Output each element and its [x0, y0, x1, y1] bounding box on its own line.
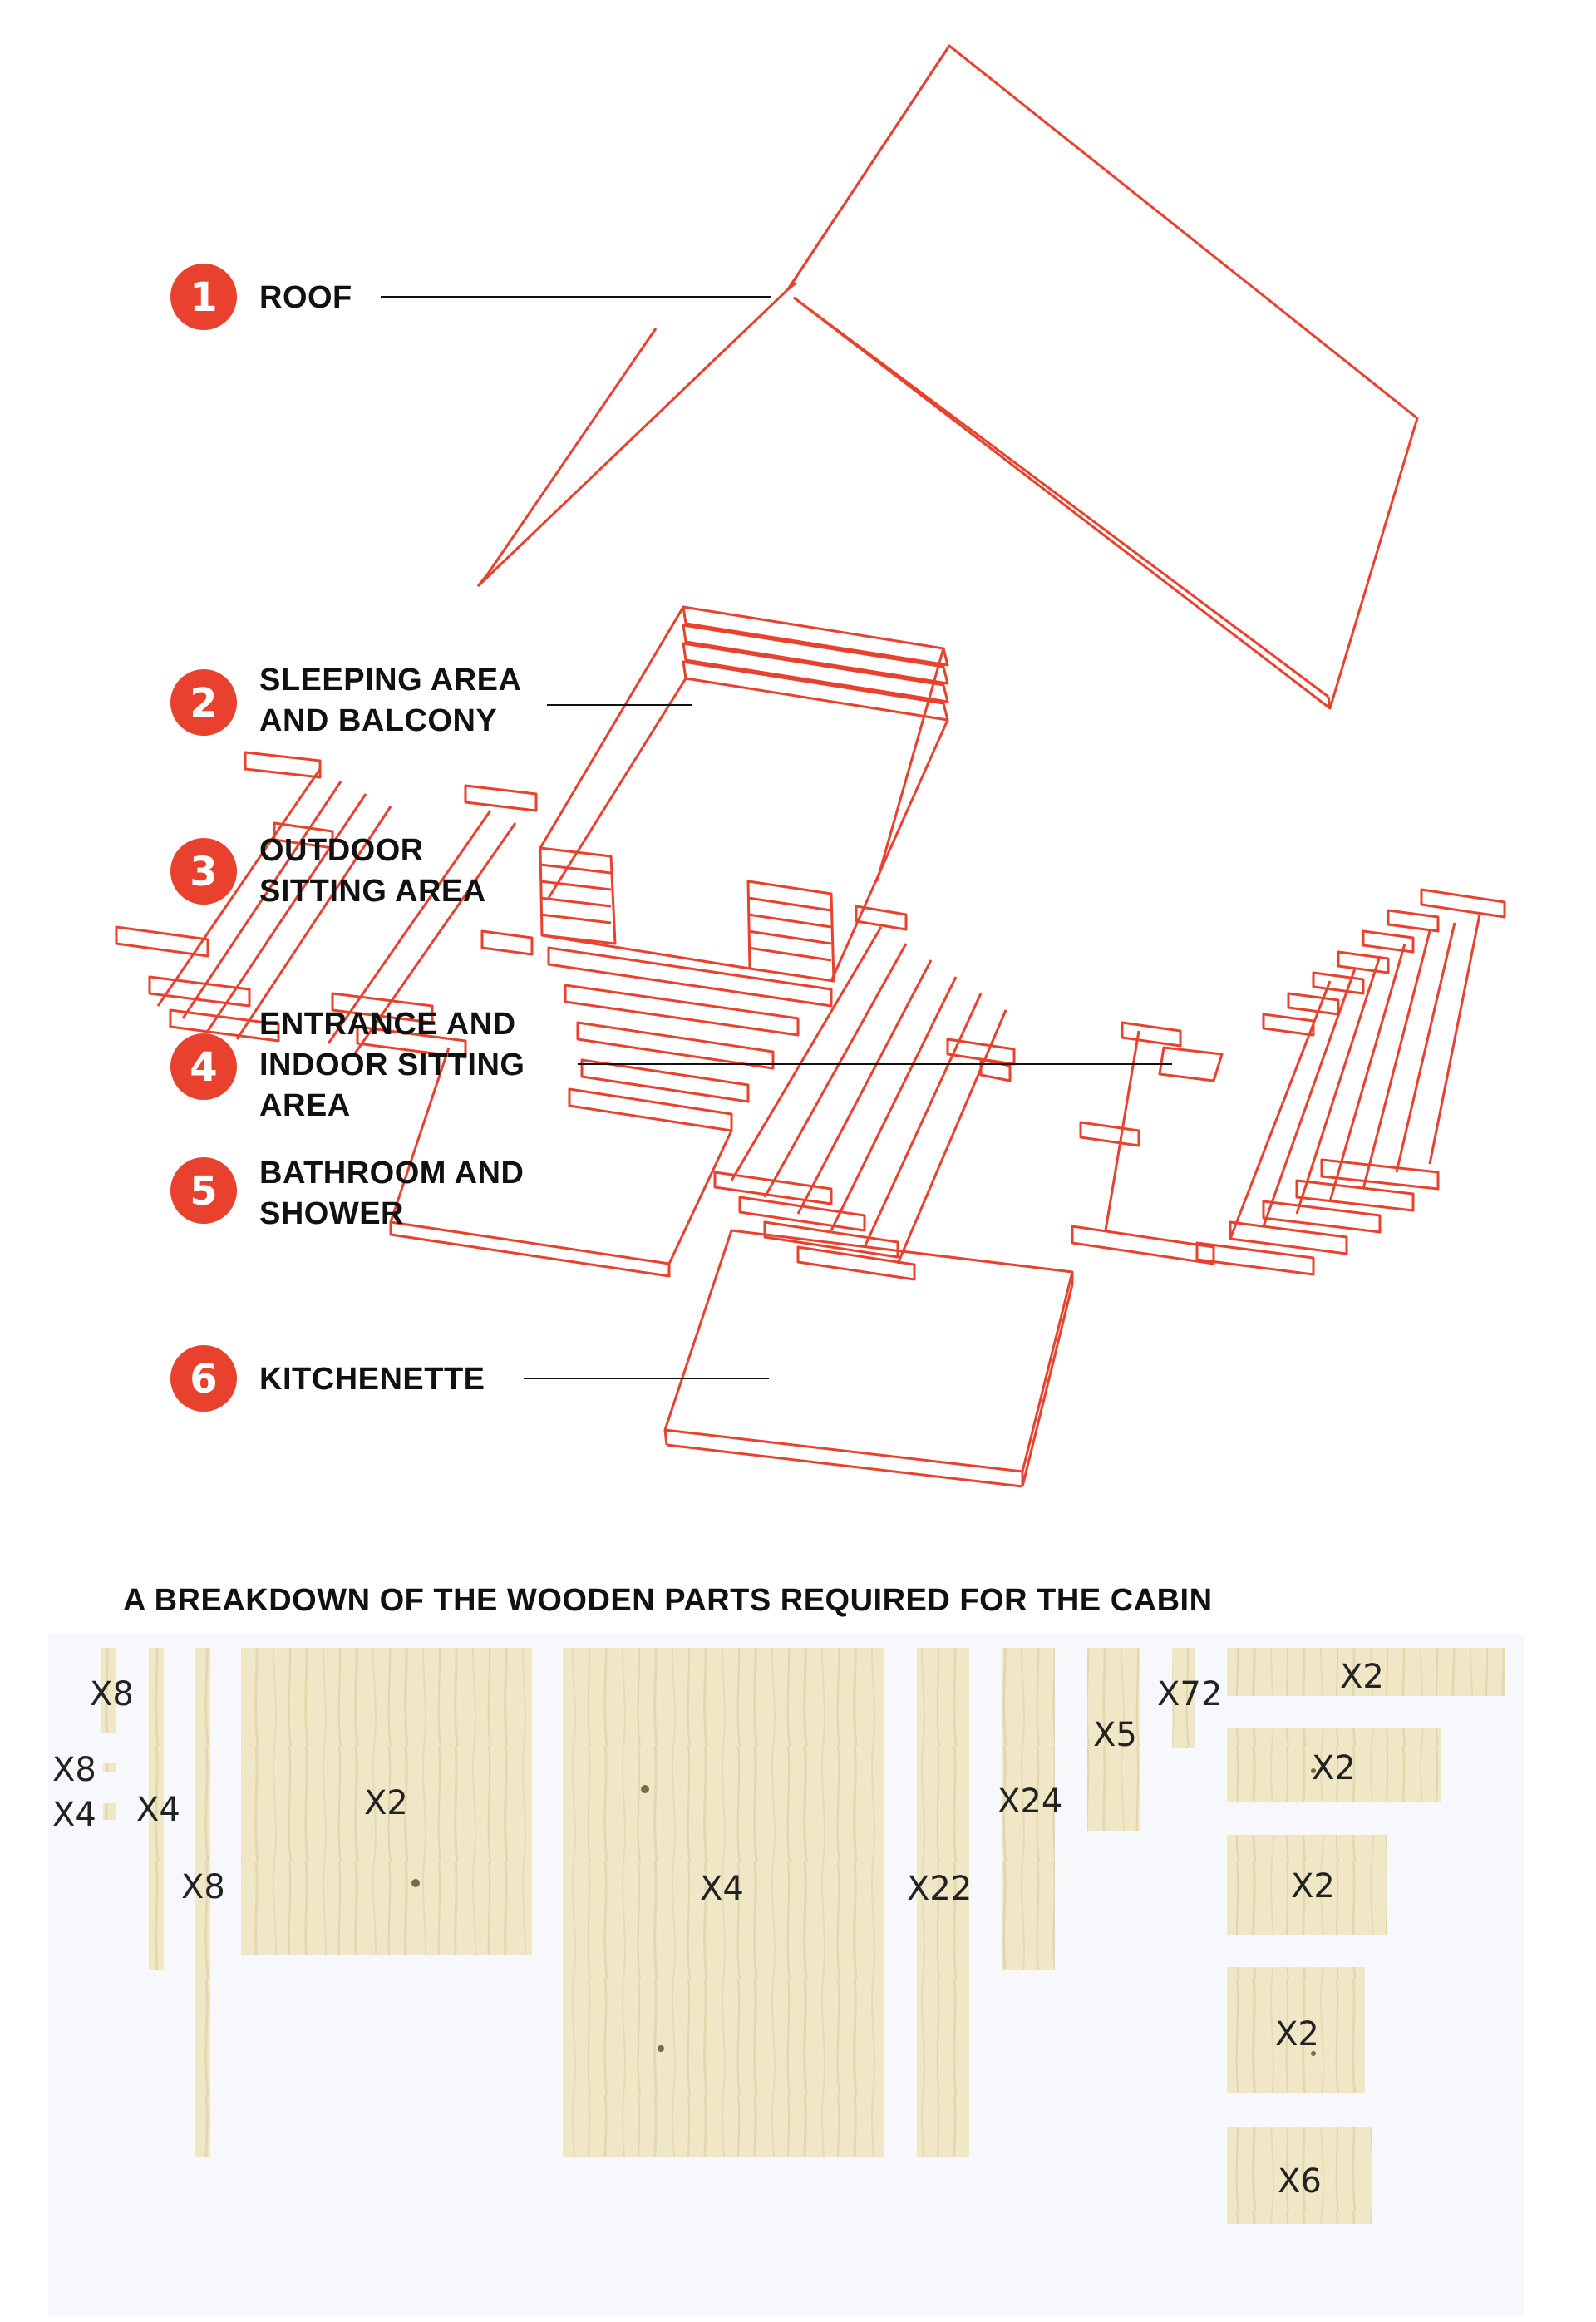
- wood-part: [1227, 1835, 1387, 1935]
- component-label-6: 6 KITCHENETTE: [170, 1345, 769, 1412]
- entrance-drawing: [389, 946, 833, 1278]
- wood-part: [103, 1803, 116, 1820]
- component-label-line: SITTING AREA: [259, 874, 486, 909]
- wood-part: [1227, 1648, 1505, 1696]
- component-label-line: OUTDOOR: [259, 833, 424, 868]
- wood-part: [563, 1648, 884, 2157]
- component-label-4: 4 ENTRANCE AND INDOOR SITTING AREA: [170, 1007, 1172, 1123]
- wood-part: [1172, 1648, 1195, 1748]
- component-label-line: AND BALCONY: [259, 703, 497, 738]
- component-number: 3: [190, 849, 217, 895]
- component-label-1: 1 ROOF: [170, 264, 771, 330]
- component-label-line: AREA: [259, 1088, 351, 1123]
- part-quantity: X8: [52, 1751, 96, 1789]
- part-quantity: X24: [998, 1782, 1062, 1821]
- part-quantity: X5: [1093, 1716, 1137, 1754]
- number-badge: [170, 1157, 237, 1224]
- part-quantity: X8: [181, 1868, 225, 1906]
- wood-part: [241, 1648, 532, 1955]
- component-label-line: BATHROOM AND: [259, 1156, 524, 1191]
- wood-part: [1087, 1648, 1140, 1831]
- part-quantity: X72: [1157, 1675, 1222, 1713]
- component-label-line: SLEEPING AREA: [259, 663, 521, 698]
- part-quantity: X6: [1278, 2162, 1322, 2201]
- wood-part: [1227, 1967, 1365, 2093]
- number-badge: [170, 1345, 237, 1412]
- part-quantities: X8 X8 X4 X4 X8 X2 X4 X22 X24 X5 X72 X2 X…: [52, 1658, 1384, 2201]
- number-badge: [170, 838, 237, 905]
- sleeping-area-box-drawing: [539, 605, 949, 983]
- part-quantity: X22: [907, 1870, 972, 1908]
- wood-part: [917, 1648, 969, 2157]
- component-label-line: ROOF: [259, 280, 352, 315]
- breakdown-title: A BREAKDOWN OF THE WOODEN PARTS REQUIRED…: [123, 1583, 1213, 1618]
- component-label-line: SHOWER: [259, 1196, 404, 1231]
- wood-part: [101, 1648, 116, 1733]
- kitchenette-drawing: [663, 1229, 1074, 1488]
- component-label-5: 5 BATHROOM AND SHOWER: [170, 1156, 524, 1231]
- component-label-line: INDOOR SITTING: [259, 1048, 525, 1082]
- component-label-line: KITCHENETTE: [259, 1362, 485, 1397]
- part-quantity: X2: [1275, 2015, 1319, 2053]
- part-quantity: X2: [1291, 1867, 1335, 1905]
- component-number: 1: [190, 274, 217, 321]
- wood-part: [103, 1763, 116, 1772]
- wood-part: [1227, 1728, 1441, 1802]
- part-quantity: X2: [1312, 1749, 1356, 1787]
- wood-part: [1227, 2127, 1372, 2224]
- part-quantity: X4: [136, 1791, 180, 1829]
- component-number: 2: [190, 680, 217, 727]
- component-label-line: ENTRANCE AND: [259, 1007, 516, 1042]
- wood-parts: [101, 1648, 1505, 2224]
- roof-drawing: [476, 44, 1419, 710]
- bathroom-drawing: [713, 905, 1016, 1281]
- component-label-2: 2 SLEEPING AREA AND BALCONY: [170, 663, 692, 738]
- wood-part: [1002, 1648, 1055, 1970]
- part-quantity: X8: [90, 1675, 134, 1713]
- part-quantity: X4: [52, 1796, 96, 1834]
- component-number: 6: [190, 1356, 217, 1403]
- component-number: 4: [190, 1044, 217, 1091]
- wood-part: [195, 1648, 210, 2157]
- number-badge: [170, 669, 237, 736]
- part-quantity: X2: [1340, 1658, 1384, 1696]
- component-number: 5: [190, 1168, 217, 1215]
- number-badge: [170, 1033, 237, 1100]
- outdoor-sitting-drawing: [115, 751, 538, 1059]
- wood-part: [149, 1648, 164, 1970]
- part-quantity: X4: [700, 1870, 744, 1908]
- number-badge: [170, 264, 237, 330]
- component-label-3: 3 OUTDOOR SITTING AREA: [170, 833, 486, 909]
- right-wall-drawing: [1071, 888, 1506, 1276]
- part-quantity: X2: [364, 1784, 408, 1822]
